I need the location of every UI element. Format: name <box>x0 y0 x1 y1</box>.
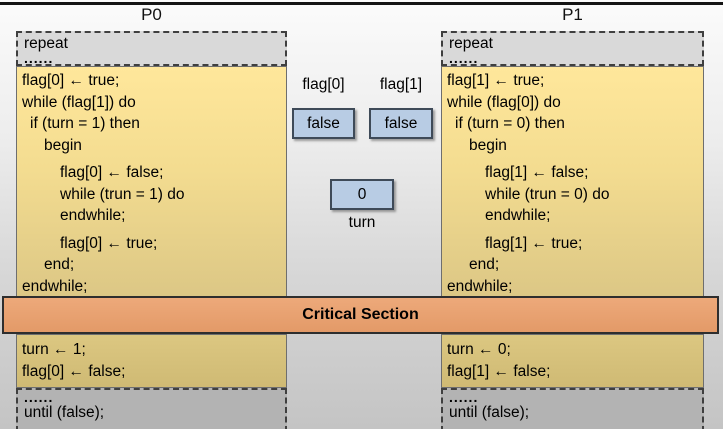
code-line: flag[0] ← true; <box>60 234 158 252</box>
p1-repeat-dots: ...... <box>449 50 479 66</box>
p0-exit-line: turn ← 1; <box>22 341 86 358</box>
code-line: begin <box>44 136 82 154</box>
code-line: flag[0] ← false; <box>60 164 164 181</box>
code-line: while (flag[0]) do <box>447 93 561 111</box>
flag1-label: flag[1] <box>379 76 423 93</box>
p1-title: P1 <box>562 5 583 24</box>
flag0-value: false <box>307 115 340 132</box>
p1-repeat-box: repeat ...... <box>441 31 704 66</box>
code-line: end; <box>469 256 500 273</box>
code-line: while (trun = 1) do <box>60 185 185 203</box>
p0-title: P0 <box>141 5 162 24</box>
code-line: flag[0] ← true; <box>22 72 120 89</box>
code-line: while (trun = 0) do <box>485 185 610 203</box>
code-line: endwhile; <box>60 207 126 224</box>
turn-label: turn <box>348 214 376 231</box>
p1-exit-box: turn ← 0; flag[1] ← false; <box>441 334 704 388</box>
p1-until-dots: ...... <box>449 389 479 405</box>
code-line: endwhile; <box>447 277 513 295</box>
code-line: end; <box>44 256 75 273</box>
code-line: flag[1] ← true; <box>485 234 583 252</box>
code-line: if (turn = 0) then <box>455 115 565 132</box>
p0-repeat-box: repeat ...... <box>16 31 287 66</box>
p1-until-box: ...... until (false); <box>441 388 704 429</box>
critical-section-bar: Critical Section <box>2 296 719 334</box>
flag0-label: flag[0] <box>302 76 345 93</box>
code-line: begin <box>469 136 507 154</box>
p1-repeat-text: repeat <box>449 35 493 52</box>
flag0-value-box: false <box>292 108 355 139</box>
code-line: if (turn = 1) then <box>30 115 140 132</box>
p0-until-text: until (false); <box>24 404 105 421</box>
code-line: endwhile; <box>485 207 551 224</box>
p1-until-text: until (false); <box>449 404 530 421</box>
turn-value-box: 0 <box>330 179 394 210</box>
p0-exit-box: turn ← 1; flag[0] ← false; <box>16 334 287 388</box>
p0-repeat-dots: ...... <box>24 50 54 66</box>
p0-repeat-text: repeat <box>24 35 68 52</box>
p1-code-box: flag[1] ← true; while (flag[0]) do if (t… <box>441 66 704 298</box>
p0-until-box: ...... until (false); <box>16 388 287 429</box>
code-line: endwhile; <box>22 277 88 295</box>
p1-exit-line: flag[1] ← false; <box>447 363 551 380</box>
p1-exit-line: turn ← 0; <box>447 341 511 358</box>
turn-value: 0 <box>357 186 367 203</box>
flag1-value-box: false <box>369 108 433 139</box>
p0-code-box: flag[0] ← true; while (flag[1]) do if (t… <box>16 66 287 298</box>
p0-exit-line: flag[0] ← false; <box>22 363 126 380</box>
code-line: flag[1] ← true; <box>447 72 545 89</box>
flag1-value: false <box>384 115 418 132</box>
top-border-line <box>0 2 723 5</box>
p0-until-dots: ...... <box>24 389 54 405</box>
code-line: while (flag[1]) do <box>22 93 136 111</box>
code-line: flag[1] ← false; <box>485 164 589 181</box>
